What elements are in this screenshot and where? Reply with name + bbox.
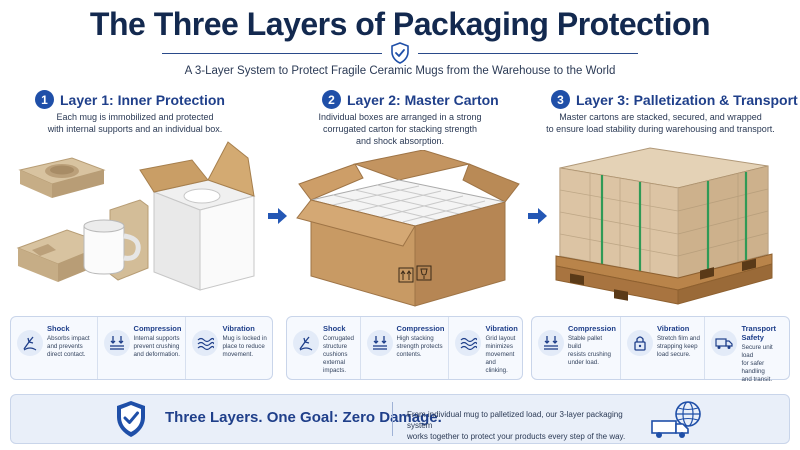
- page-subtitle: A 3-Layer System to Protect Fragile Cera…: [184, 65, 616, 77]
- summary-description: From individual mug to palletized load, …: [407, 409, 637, 442]
- layer-3-heading: 3 Layer 3: Palletization & Transport: [551, 90, 798, 109]
- description-line: works together to protect your products …: [407, 432, 626, 441]
- layer-number-badge: 1: [35, 90, 54, 109]
- divider: [392, 402, 393, 436]
- shock-icon: [17, 330, 43, 356]
- feature-title: Transport Safety: [741, 324, 777, 342]
- layer-1-heading: 1 Layer 1: Inner Protection: [35, 90, 225, 109]
- shield-check-icon: [391, 42, 409, 64]
- shock-icon: [293, 330, 319, 356]
- compression-icon: [103, 330, 130, 356]
- pallet-illustration: [555, 147, 773, 305]
- vibration-icon: [455, 330, 482, 356]
- goal-headline: Three Layers. One Goal: Zero Damage.: [165, 409, 442, 426]
- description-line: From individual mug to palletized load, …: [407, 410, 623, 430]
- title-rule-right: [418, 53, 638, 54]
- truck-globe-icon: [651, 401, 701, 438]
- lock-icon: [626, 330, 653, 356]
- description-line: to ensure load stability during warehous…: [546, 124, 775, 134]
- layer-3-description: Master cartons are stacked, secured, and…: [528, 111, 793, 135]
- description-line: with internal supports and an individual…: [47, 124, 223, 134]
- feature-title: Vibration: [656, 324, 690, 333]
- title-rule-left: [162, 53, 382, 54]
- description-line: Each mug is immobilized and protected: [56, 112, 214, 122]
- layer-title: Layer 2: Master Carton: [347, 91, 499, 108]
- description-line: and shock absorption.: [355, 136, 445, 146]
- feature-title: Compression: [396, 324, 445, 333]
- feature-title: Compression: [568, 324, 616, 333]
- description-line: corrugated carton for stacking strength: [322, 124, 478, 134]
- vibration-icon: [192, 330, 219, 356]
- layer-2-heading: 2 Layer 2: Master Carton: [322, 90, 499, 109]
- description-line: Individual boxes are arranged in a stron…: [318, 112, 482, 122]
- layer-2-description: Individual boxes are arranged in a stron…: [290, 111, 510, 147]
- description-line: Master cartons are stacked, secured, and…: [559, 112, 762, 122]
- feature-title: Vibration: [485, 324, 518, 333]
- master-carton-illustration: [296, 150, 520, 307]
- layer-1-description: Each mug is immobilized and protected wi…: [15, 111, 255, 135]
- compression-icon: [366, 330, 393, 356]
- feature-title: Shock: [323, 324, 346, 333]
- feature-title: Shock: [47, 324, 70, 333]
- arrow-right-icon: [268, 208, 287, 224]
- layer-title: Layer 3: Palletization & Transport: [576, 91, 798, 108]
- layer-number-badge: 3: [551, 90, 570, 109]
- shield-check-icon: [117, 401, 145, 437]
- inner-protection-illustration: [16, 141, 256, 291]
- truck-icon: [711, 330, 738, 356]
- layer-title: Layer 1: Inner Protection: [60, 91, 225, 108]
- compression-icon: [538, 330, 564, 356]
- feature-title: Compression: [133, 324, 182, 333]
- page-title: The Three Layers of Packaging Protection: [89, 6, 711, 42]
- feature-title: Vibration: [222, 324, 255, 333]
- layer-number-badge: 2: [322, 90, 341, 109]
- arrow-right-icon: [528, 208, 547, 224]
